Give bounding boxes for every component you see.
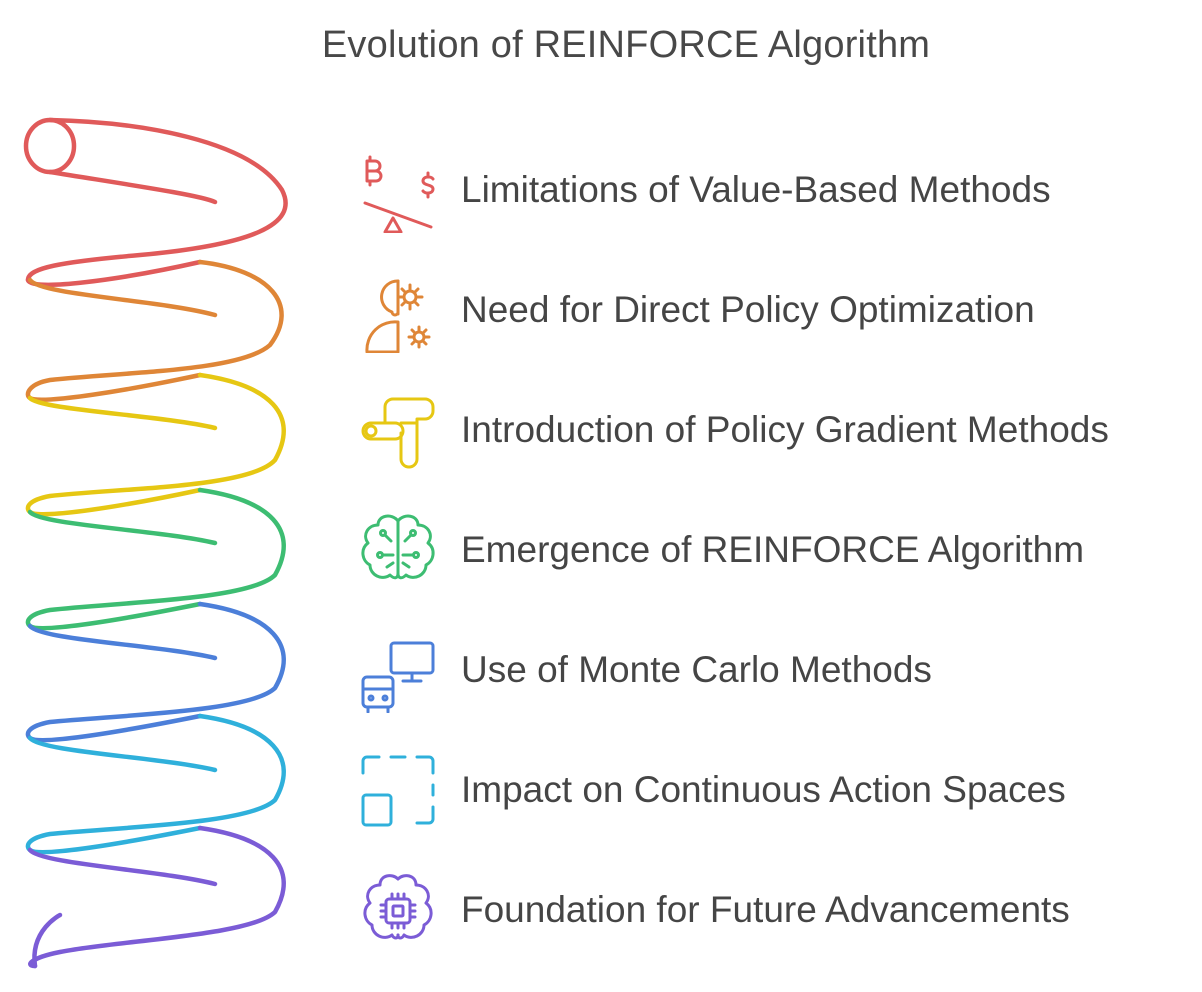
monitor-bus-icon [361, 641, 435, 713]
item-label: Limitations of Value-Based Methods [461, 169, 1051, 210]
spiral-coil-purple [28, 825, 286, 969]
item-label: Impact on Continuous Action Spaces [461, 769, 1066, 810]
item-label: Introduction of Policy Gradient Methods [461, 409, 1109, 450]
head-gears-icon [365, 279, 431, 353]
diagram-title: Evolution of REINFORCE Algorithm [321, 24, 931, 66]
spiral-coil-cyan [25, 713, 286, 853]
spiral-coil-orange [25, 259, 284, 401]
list-item: Emergence of REINFORCE Algorithm [355, 500, 1195, 600]
spiral-coil-yellow [25, 372, 286, 515]
spiral-coil-blue [25, 601, 286, 741]
spiral-top-cap [23, 117, 77, 175]
item-label: Need for Direct Policy Optimization [461, 289, 1035, 330]
brain-circuit-icon [361, 514, 435, 580]
expand-frame-icon [361, 755, 435, 827]
brain-chip-icon [363, 874, 433, 940]
list-item: Impact on Continuous Action Spaces [355, 740, 1195, 840]
spiral-coil-green [25, 487, 286, 629]
list-item: Foundation for Future Advancements [355, 860, 1195, 960]
item-label: Foundation for Future Advancements [461, 889, 1070, 930]
scale-bitcoin-dollar-icon [363, 155, 435, 233]
list-item: Limitations of Value-Based Methods [355, 140, 1195, 240]
spring-spiral [23, 117, 288, 969]
spiral-coil-red [25, 117, 288, 283]
list-item: Use of Monte Carlo Methods [355, 620, 1195, 720]
list-item: Need for Direct Policy Optimization [355, 260, 1195, 360]
item-label: Use of Monte Carlo Methods [461, 649, 932, 690]
item-label: Emergence of REINFORCE Algorithm [461, 529, 1085, 570]
pipe-icon [361, 397, 435, 469]
list-item: Introduction of Policy Gradient Methods [355, 380, 1195, 480]
